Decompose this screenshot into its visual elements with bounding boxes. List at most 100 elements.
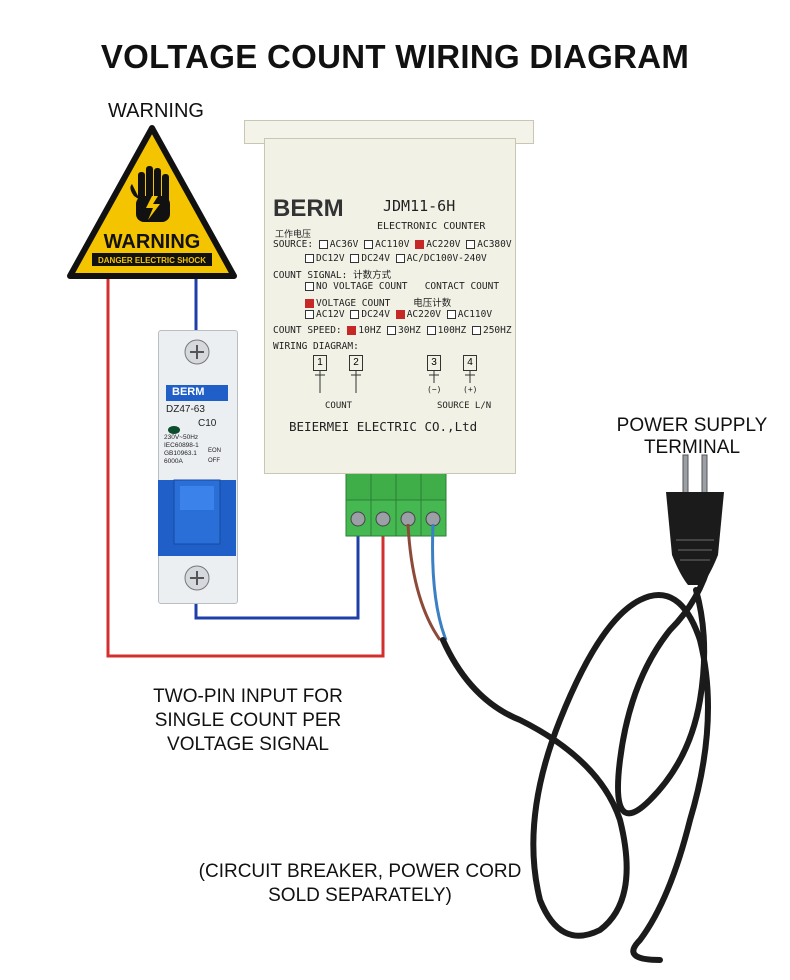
- terminal-label-3: 3: [427, 355, 441, 371]
- source-label: SOURCE:: [273, 239, 314, 250]
- counter-face: BERM JDM11-6H ELECTRONIC COUNTER 工作电压 SO…: [264, 138, 516, 474]
- terminal-leads: [315, 371, 475, 393]
- source-dc12v: DC12V: [316, 253, 345, 264]
- supply-heading: 工作电压: [275, 230, 312, 240]
- source-ac380v: AC380V: [477, 239, 512, 250]
- signal-row-2: VOLTAGE COUNT 电压计数: [305, 295, 451, 309]
- diagram-title: VOLTAGE COUNT WIRING DIAGRAM: [100, 38, 690, 75]
- power-supply-line-1: POWER SUPPLY: [616, 415, 768, 436]
- electronic-counter: BERM JDM11-6H ELECTRONIC COUNTER 工作电压 SO…: [244, 120, 534, 474]
- signal-ac110v: AC110V: [457, 309, 493, 320]
- red-wire: [106, 272, 385, 658]
- contact-count: CONTACT COUNT: [424, 281, 500, 292]
- speed-box-250hz: [471, 326, 481, 335]
- counter-model: JDM11-6H: [383, 197, 456, 215]
- terminal-screw-3: [400, 511, 416, 527]
- warning-sign: WARNING DANGER ELECTRIC SHOCK: [67, 125, 237, 279]
- signal-box-dc24v: [350, 310, 360, 319]
- speed-10hz: 10HZ: [358, 325, 382, 336]
- source-row-2: DC12V DC24V AC/DC100V-240V: [305, 253, 487, 264]
- speed-250hz: 250HZ: [482, 325, 512, 336]
- no-voltage-count: NO VOLTAGE COUNT: [316, 281, 408, 292]
- signal-box-ac12v: [305, 310, 314, 319]
- power-plug-icon: [666, 454, 724, 585]
- cord-wire-brown: [406, 523, 442, 641]
- source-box-ac110v: [364, 240, 374, 249]
- warning-sign-word: WARNING: [104, 231, 201, 253]
- voltage-count-cn: 电压计数: [413, 298, 452, 309]
- breaker-spec-4: 6000A: [164, 458, 183, 465]
- source-box-dc24v: [350, 254, 360, 263]
- signal-box-ac110v: [446, 310, 456, 319]
- breaker-indicator: [168, 426, 180, 434]
- sold-note-line-2: SOLD SEPARATELY): [268, 885, 452, 906]
- speed-100hz: 100HZ: [437, 325, 467, 336]
- signal-ac220v: AC220V: [406, 309, 442, 320]
- source-ac110v: AC110V: [375, 239, 410, 250]
- voltage-count: VOLTAGE COUNT: [316, 298, 391, 309]
- terminal-label-1: 1: [313, 355, 327, 371]
- source-dc24v: DC24V: [361, 253, 390, 264]
- breaker-graphics: [158, 339, 236, 591]
- hand-shock-icon: [130, 166, 170, 222]
- breaker-model: DZ47-63: [166, 404, 205, 415]
- maker-label: BEIERMEI ELECTRIC CO.,Ltd: [289, 419, 478, 434]
- source-box-dc12v: [305, 254, 314, 263]
- voltage-count-box: [305, 299, 314, 308]
- source-ln-label: SOURCE L/N: [437, 401, 492, 411]
- count-label: COUNT: [325, 401, 353, 411]
- source-box-ac380v: [466, 240, 476, 249]
- terminal-screw-2: [375, 511, 391, 527]
- breaker-rating: C10: [198, 418, 217, 429]
- count-signal-label: COUNT SIGNAL: 计数方式: [273, 270, 392, 281]
- source-box-ac36v: [318, 240, 328, 249]
- wiring-label: WIRING DIAGRAM:: [273, 341, 359, 352]
- power-supply-label: POWER SUPPLY TERMINAL: [592, 415, 790, 459]
- breaker-off: OFF: [208, 458, 220, 464]
- breaker-on: EON: [208, 448, 222, 454]
- speed-30hz: 30HZ: [398, 325, 421, 336]
- input-note-line-1: TWO-PIN INPUT FOR: [153, 686, 343, 707]
- breaker-spec-1: 230V~50Hz: [164, 434, 199, 441]
- warning-sign-subtext: DANGER ELECTRIC SHOCK: [98, 256, 206, 265]
- no-voltage-box: [305, 282, 314, 291]
- warning-label: WARNING: [108, 100, 204, 122]
- breaker-spec-2: IEC60898-1: [164, 442, 199, 449]
- breaker-brand: BERM: [172, 386, 205, 398]
- breaker-spec-3: GB10963.1: [164, 450, 197, 457]
- blue-wire-lower: [194, 522, 360, 620]
- input-note-line-3: VOLTAGE SIGNAL: [167, 734, 329, 755]
- input-note-line-2: SINGLE COUNT PER: [154, 710, 342, 731]
- speed-row: COUNT SPEED: 10HZ 30HZ 100HZ 250HZ: [273, 325, 512, 336]
- speed-box-100hz: [426, 326, 436, 335]
- sold-note-line-1: (CIRCUIT BREAKER, POWER CORD: [198, 861, 522, 882]
- terminal-block: [345, 471, 447, 537]
- source-ac36v: AC36V: [329, 239, 359, 250]
- terminal-plus: (+): [463, 385, 478, 394]
- circuit-breaker: BERM DZ47-63 C10 230V~50Hz IEC60898-1 GB…: [158, 330, 238, 604]
- source-box-acdc: [395, 254, 405, 263]
- cord-wire-blue: [431, 523, 448, 641]
- speed-box-10hz: [347, 326, 357, 335]
- terminal-minus: (−): [427, 385, 442, 394]
- power-cord: [440, 557, 713, 963]
- terminal-screw-1: [350, 511, 366, 527]
- breaker-body: [158, 330, 238, 604]
- input-note: TWO-PIN INPUT FOR SINGLE COUNT PER VOLTA…: [118, 685, 378, 757]
- source-acdc: AC/DC100V-240V: [406, 253, 487, 264]
- signal-dc24v: DC24V: [361, 309, 390, 320]
- counter-brand: BERM: [273, 195, 344, 222]
- counter-product: ELECTRONIC COUNTER: [377, 221, 486, 232]
- source-box-ac220v: [415, 240, 425, 249]
- terminal-label-2: 2: [349, 355, 363, 371]
- sold-separately-note: (CIRCUIT BREAKER, POWER CORD SOLD SEPARA…: [170, 860, 550, 908]
- signal-row-3: AC12V DC24V AC220V AC110V: [305, 309, 492, 320]
- signal-row-1: NO VOLTAGE COUNT CONTACT COUNT: [305, 281, 499, 292]
- terminal-screw-4: [425, 511, 441, 527]
- signal-box-ac220v: [395, 310, 405, 319]
- speed-box-30hz: [387, 326, 396, 335]
- count-speed-label: COUNT SPEED:: [273, 325, 342, 336]
- signal-ac12v: AC12V: [316, 309, 345, 320]
- terminal-label-4: 4: [463, 355, 477, 371]
